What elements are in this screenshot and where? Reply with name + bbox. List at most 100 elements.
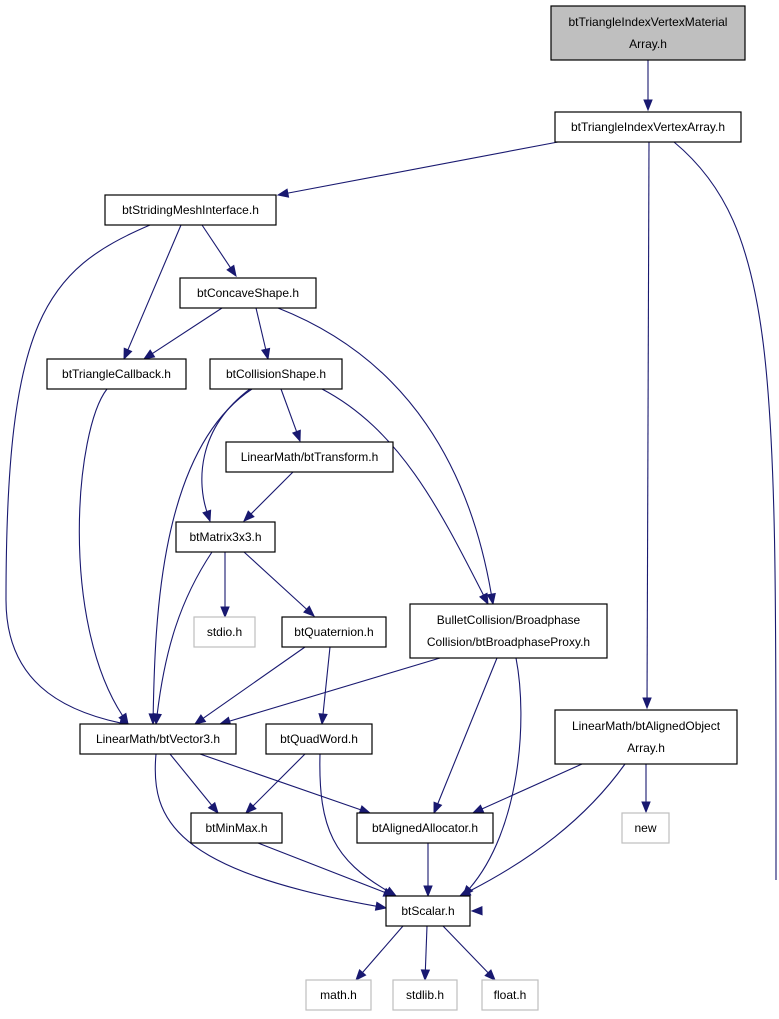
edge-proxy-to-alloc bbox=[433, 657, 498, 815]
edge-quat-to-vector bbox=[193, 646, 306, 725]
node-label: btAlignedAllocator.h bbox=[372, 821, 478, 835]
node-transform[interactable]: LinearMath/btTransform.h bbox=[225, 441, 394, 473]
node-label: Array.h bbox=[627, 741, 665, 755]
node-label: btMatrix3x3.h bbox=[189, 530, 261, 544]
node-label: LinearMath/btVector3.h bbox=[96, 732, 220, 746]
edge-quat-to-quadword bbox=[318, 646, 331, 726]
edge-vector-to-minmax bbox=[169, 753, 219, 815]
edge-collshape-to-proxy bbox=[321, 388, 489, 606]
node-proxy[interactable]: BulletCollision/BroadphaseCollision/btBr… bbox=[409, 603, 608, 659]
node-scalar[interactable]: btScalar.h bbox=[385, 895, 471, 927]
node-box bbox=[385, 895, 471, 927]
node-box bbox=[190, 812, 283, 844]
edge-root-to-tiva bbox=[643, 60, 653, 112]
node-label: btCollisionShape.h bbox=[226, 367, 326, 381]
edge-matrix-to-stdio bbox=[220, 552, 230, 619]
node-matrix[interactable]: btMatrix3x3.h bbox=[175, 521, 276, 553]
edge-collshape-to-transform bbox=[280, 388, 301, 443]
node-label: btMinMax.h bbox=[205, 821, 267, 835]
node-label: Array.h bbox=[629, 37, 667, 51]
node-alloc[interactable]: btAlignedAllocator.h bbox=[356, 812, 494, 844]
edge-proxy-to-vector bbox=[218, 657, 441, 726]
edge-tiva-to-scalar bbox=[470, 141, 777, 916]
node-smi[interactable]: btStridingMeshInterface.h bbox=[104, 194, 277, 226]
node-label: LinearMath/btAlignedObject bbox=[572, 719, 721, 733]
node-box bbox=[46, 358, 187, 390]
node-quadword[interactable]: btQuadWord.h bbox=[265, 723, 373, 755]
edge-matrix-to-quat bbox=[243, 551, 315, 617]
node-vector[interactable]: LinearMath/btVector3.h bbox=[79, 723, 237, 755]
node-stdio: stdio.h bbox=[193, 616, 256, 648]
node-box bbox=[305, 979, 372, 1011]
edge-aoa-to-new bbox=[641, 764, 651, 814]
node-concave[interactable]: btConcaveShape.h bbox=[179, 277, 317, 309]
edge-smi-to-tricb bbox=[123, 224, 182, 361]
node-label: float.h bbox=[494, 988, 527, 1002]
edge-tricb-to-vector bbox=[78, 388, 129, 726]
edge-tiva-to-smi bbox=[276, 141, 559, 198]
node-label: Collision/btBroadphaseProxy.h bbox=[427, 635, 590, 649]
node-label: btTriangleIndexVertexArray.h bbox=[571, 120, 725, 134]
node-label: stdlib.h bbox=[406, 988, 444, 1002]
edge-minmax-to-scalar bbox=[257, 842, 396, 897]
node-new: new bbox=[621, 812, 670, 844]
edge-smi-to-vector bbox=[5, 224, 151, 728]
edge-collshape-to-vector bbox=[148, 388, 253, 726]
node-collshape[interactable]: btCollisionShape.h bbox=[209, 358, 343, 390]
node-box bbox=[281, 616, 387, 648]
node-label: btStridingMeshInterface.h bbox=[122, 203, 259, 217]
edge-scalar-to-float bbox=[442, 925, 496, 981]
edges-layer bbox=[5, 60, 777, 982]
node-box bbox=[209, 358, 343, 390]
node-tricb[interactable]: btTriangleCallback.h bbox=[46, 358, 187, 390]
node-box bbox=[79, 723, 237, 755]
node-label: btQuaternion.h bbox=[294, 625, 373, 639]
edge-vector-to-alloc bbox=[199, 753, 372, 815]
edge-proxy-to-scalar bbox=[462, 657, 522, 898]
node-label: BulletCollision/Broadphase bbox=[437, 613, 581, 627]
edge-aoa-to-alloc bbox=[471, 763, 583, 814]
node-minmax[interactable]: btMinMax.h bbox=[190, 812, 283, 844]
node-box bbox=[392, 979, 458, 1011]
edge-vector-to-scalar bbox=[154, 753, 388, 911]
node-label: btTriangleCallback.h bbox=[62, 367, 171, 381]
node-tiva[interactable]: btTriangleIndexVertexArray.h bbox=[554, 111, 742, 143]
edge-scalar-to-math bbox=[355, 925, 404, 982]
node-box bbox=[481, 979, 539, 1011]
node-box bbox=[554, 709, 738, 765]
node-box bbox=[104, 194, 277, 226]
node-box bbox=[265, 723, 373, 755]
node-float: float.h bbox=[481, 979, 539, 1011]
node-label: btTriangleIndexVertexMaterial bbox=[569, 15, 728, 29]
node-box bbox=[554, 111, 742, 143]
edge-smi-to-concave bbox=[201, 224, 237, 278]
edge-scalar-to-stdlib bbox=[420, 925, 431, 982]
node-box bbox=[356, 812, 494, 844]
node-box bbox=[550, 5, 746, 61]
node-label: btScalar.h bbox=[401, 904, 454, 918]
nodes-layer: btTriangleIndexVertexMaterialArray.hbtTr… bbox=[46, 5, 746, 1011]
edge-alloc-to-scalar bbox=[423, 843, 433, 898]
node-label: LinearMath/btTransform.h bbox=[241, 450, 379, 464]
edge-quadword-to-minmax bbox=[245, 753, 306, 814]
edge-tiva-to-aoa bbox=[642, 141, 652, 710]
edge-matrix-to-vector bbox=[152, 551, 213, 726]
node-label: btQuadWord.h bbox=[280, 732, 358, 746]
node-label: btConcaveShape.h bbox=[197, 286, 299, 300]
node-box bbox=[179, 277, 317, 309]
edge-transform-to-matrix bbox=[243, 471, 294, 522]
node-box bbox=[225, 441, 394, 473]
edge-concave-to-proxy bbox=[277, 307, 496, 606]
edge-aoa-to-scalar bbox=[458, 763, 626, 897]
node-label: stdio.h bbox=[207, 625, 242, 639]
node-box bbox=[175, 521, 276, 553]
node-quat[interactable]: btQuaternion.h bbox=[281, 616, 387, 648]
node-box bbox=[409, 603, 608, 659]
node-label: math.h bbox=[320, 988, 357, 1002]
node-stdlib: stdlib.h bbox=[392, 979, 458, 1011]
node-box bbox=[621, 812, 670, 844]
node-math: math.h bbox=[305, 979, 372, 1011]
